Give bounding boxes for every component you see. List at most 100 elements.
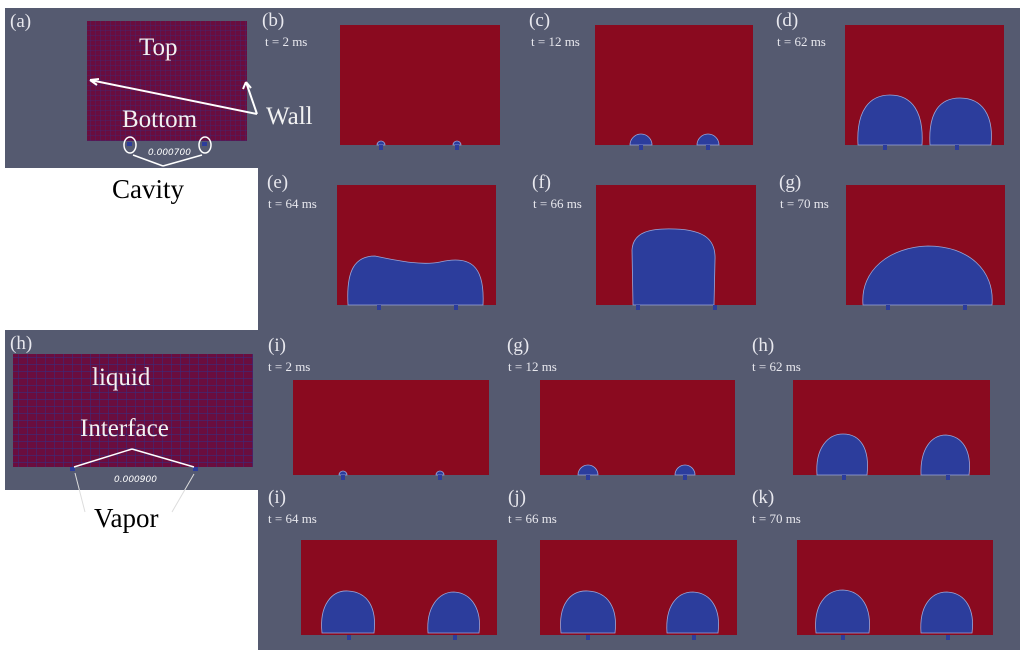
panel-time: t = 66 ms (533, 196, 582, 211)
panel-time: t = 2 ms (268, 359, 310, 374)
cavity (377, 305, 381, 310)
cavity (379, 145, 383, 150)
cavity-left (127, 142, 132, 146)
vapor-bubble (920, 591, 973, 634)
vapor-bubble (696, 133, 720, 146)
panel-h-label: (h) (10, 333, 32, 354)
vapor-bubble (560, 590, 616, 634)
vapor-bubble (452, 140, 462, 146)
vapor-bubble (338, 470, 348, 476)
cavity (438, 475, 442, 480)
cavity (347, 635, 351, 640)
vapor-arrows (74, 472, 195, 513)
vapor-bubble (857, 94, 923, 146)
cavity (841, 635, 845, 640)
scale-value-h: 0.000900 (114, 475, 157, 485)
vapor-bubble (347, 255, 484, 306)
simulation-panel: (h)t = 62 ms (752, 335, 990, 480)
cavity (883, 145, 887, 150)
cavity (636, 305, 640, 310)
panel-label: (e) (267, 172, 288, 193)
simulation-panel: (d)t = 62 ms (776, 10, 1004, 150)
cavity (683, 475, 687, 480)
vapor-left (70, 467, 75, 471)
panel-a-label: (a) (10, 11, 31, 32)
liquid-label: liquid (92, 364, 151, 391)
panel-label: (j) (508, 487, 526, 508)
simulation-panel: (g) t = 70 ms (779, 172, 1005, 310)
cavity (946, 475, 950, 480)
mesh-domain (87, 21, 247, 141)
vapor-bubble (929, 97, 992, 146)
vapor-bubble (631, 228, 716, 306)
cavity (706, 145, 710, 150)
liquid-domain (595, 25, 753, 145)
vapor-right (193, 467, 198, 471)
simulation-panel: (b)t = 2 ms (262, 10, 500, 150)
vapor-bubble (815, 589, 870, 634)
panel-label: (k) (752, 487, 774, 508)
cavity-right (202, 142, 207, 146)
simulation-panel: (k) t = 70 ms (752, 487, 993, 640)
simulation-panels: (b)t = 2 ms(c)t = 12 ms(d)t = 62 ms(e)t … (262, 10, 1005, 640)
panel-time: t = 70 ms (752, 511, 801, 526)
cavity (692, 635, 696, 640)
panel-time: t = 64 ms (268, 511, 317, 526)
panel-label: (i) (268, 335, 286, 356)
mesh-domain-h (13, 354, 253, 467)
wall-arrows (89, 78, 258, 115)
interface-label: Interface (80, 415, 169, 442)
cavity (586, 635, 590, 640)
simulation-panel: (c)t = 12 ms (529, 10, 753, 150)
panel-label: (g) (779, 172, 801, 193)
vapor-bubble (435, 470, 445, 476)
cavity (341, 475, 345, 480)
cavity (842, 475, 846, 480)
panel-time: t = 64 ms (268, 196, 317, 211)
vapor-bubble (427, 591, 480, 634)
wall-label: Wall (266, 103, 313, 130)
panel-label: (b) (262, 10, 284, 31)
top-label: Top (139, 34, 178, 61)
cavity-label: Cavity (112, 174, 184, 204)
simulation-panel: (j) t = 66 ms (508, 487, 737, 640)
cavity (946, 635, 950, 640)
bottom-label: Bottom (122, 106, 198, 133)
cavity (586, 475, 590, 480)
cavity (455, 145, 459, 150)
cavity (955, 145, 959, 150)
cavity (453, 635, 457, 640)
panel-label: (i) (268, 487, 286, 508)
simulation-panel: (g)t = 12 ms (507, 335, 735, 480)
vapor-bubble (862, 245, 993, 306)
vapor-bubble (376, 140, 386, 146)
cavity (886, 305, 890, 310)
vapor-label: Vapor (94, 503, 158, 533)
panel-label: (c) (529, 10, 550, 31)
vapor-bubble (920, 434, 970, 476)
simulation-panel: (f) t = 66 ms (532, 172, 756, 310)
liquid-domain (540, 380, 735, 475)
cavity (454, 305, 458, 310)
cavity-circle-right (198, 136, 212, 154)
panel-time: t = 12 ms (508, 359, 557, 374)
panel-time: t = 62 ms (777, 34, 826, 49)
vapor-bubble (816, 433, 868, 476)
vapor-bubble (321, 590, 375, 634)
cavity (639, 145, 643, 150)
vapor-bubble (577, 464, 599, 476)
panel-label: (h) (752, 335, 774, 356)
cavity (963, 305, 967, 310)
panel-time: t = 70 ms (780, 196, 829, 211)
simulation-panel: (i) t = 2 ms (268, 335, 489, 480)
simulation-panel: (i) t = 64 ms (268, 487, 497, 640)
liquid-domain (340, 25, 500, 145)
simulation-panel: (e) t = 64 ms (267, 172, 496, 310)
panel-h-mesh: (h) liquid Interface 0.000900 Vapor (10, 333, 253, 533)
cavity-arrows (132, 154, 203, 167)
vapor-bubble (629, 133, 653, 146)
panel-a-mesh: (a) Top Bottom Wall 0.000700 Cavity (10, 11, 313, 204)
panel-time: t = 66 ms (508, 511, 557, 526)
panel-label: (f) (532, 172, 551, 193)
